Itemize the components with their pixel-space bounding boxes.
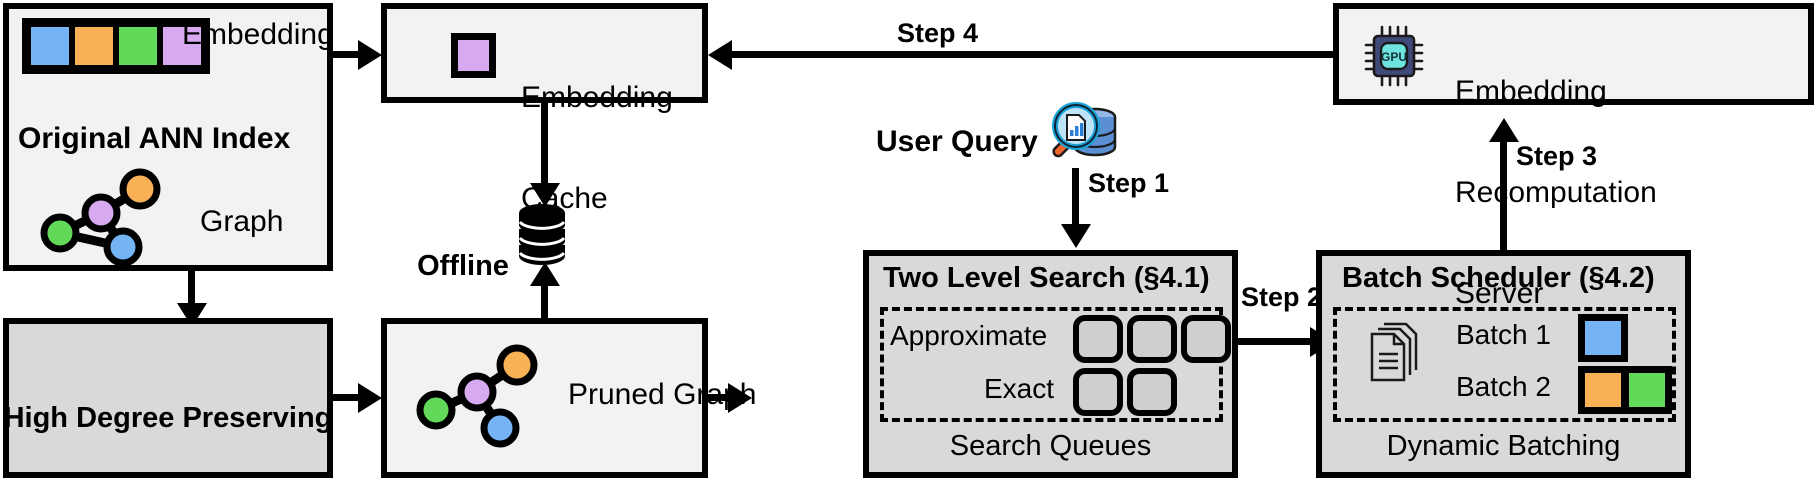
graph-pruning-line1: High Degree Preserving [3, 401, 333, 434]
queue-label-approximate: Approximate [890, 320, 1048, 351]
arrow-step1-head [1061, 224, 1091, 248]
step1-label: Step 1 [1088, 168, 1170, 198]
embedding-label: Embedding [182, 18, 334, 51]
arrow-index-to-cache-line [333, 51, 363, 58]
embedding-swatch-green [116, 24, 160, 68]
pruned-graph-visual [412, 340, 552, 450]
embedding-swatch-purple [160, 24, 204, 68]
arrow-pruned-to-storage-line [541, 282, 548, 322]
database-cylinder-icon [516, 203, 568, 265]
recomp-server-line1: Embedding [1455, 75, 1607, 109]
search-queues-dashed-region [880, 307, 1223, 422]
batch-label-2: Batch 2 [1456, 371, 1551, 402]
query-search-database-icon [1048, 100, 1120, 170]
batch-scheduler-box [1316, 250, 1691, 478]
arrow-pruning-to-pruned-line [333, 394, 363, 401]
step4-label: Step 4 [897, 18, 979, 48]
batch2-swatch-green [1622, 366, 1672, 414]
arrow-index-to-cache-head [358, 40, 382, 70]
embedding-swatch-orange [72, 24, 116, 68]
documents-stack-icon [1368, 320, 1424, 390]
two-level-search-title: Two Level Search (§4.1) [883, 262, 1210, 294]
queue-slot [1073, 368, 1123, 416]
arrow-step4-head [708, 40, 732, 70]
two-level-search-box [863, 250, 1238, 478]
recomputation-server-title: Embedding Recomputation Server [1455, 8, 1657, 378]
queue-slot [1127, 368, 1177, 416]
dynamic-batching-footer: Dynamic Batching [1386, 430, 1621, 462]
arrow-pruned-to-search-line [708, 394, 733, 401]
svg-text:GPU: GPU [1381, 50, 1407, 64]
arrow-pruning-to-pruned-head [358, 383, 382, 413]
offline-storage-line1: Offline [417, 249, 509, 282]
gpu-chip-icon: GPU [1360, 25, 1432, 87]
dynamic-batching-dashed-region [1333, 307, 1676, 422]
recomp-server-line3: Server [1455, 276, 1544, 310]
arrow-pruned-to-search-head [728, 383, 752, 413]
arrow-cache-to-storage-head [530, 183, 560, 207]
batch1-swatch-blue [1578, 314, 1628, 362]
arrow-cache-to-storage-line [541, 103, 548, 188]
queue-slots-approximate [1073, 315, 1231, 363]
queue-label-exact: Exact [984, 373, 1055, 404]
recomp-server-line2: Recomputation [1455, 175, 1657, 209]
embedding-swatch-strip [22, 18, 210, 74]
step2-label: Step 2 [1241, 282, 1323, 312]
arrow-step3-line [1500, 135, 1507, 250]
arrow-step4-line [730, 51, 1333, 58]
embedding-cache-swatch [451, 33, 496, 78]
embedding-swatch-blue [28, 24, 72, 68]
arrow-pruned-to-storage-head [530, 262, 560, 286]
search-queues-footer: Search Queues [949, 430, 1152, 462]
user-query-label: User Query [876, 125, 1038, 158]
queue-slot [1127, 315, 1177, 363]
step3-label: Step 3 [1516, 141, 1598, 171]
batch-scheduler-title: Batch Scheduler (§4.2) [1342, 262, 1655, 294]
arrow-step3-head [1489, 118, 1519, 142]
batch-label-1: Batch 1 [1456, 319, 1551, 350]
queue-slot [1181, 315, 1231, 363]
arrow-index-to-pruning-line [188, 271, 195, 309]
queue-slot [1073, 315, 1123, 363]
queue-slots-exact [1073, 368, 1177, 416]
embedding-cache-box [381, 3, 708, 103]
graph-pruning-box [3, 318, 333, 478]
original-index-graph [38, 165, 168, 267]
arrow-step1-line [1072, 168, 1079, 230]
arrow-step2-line [1238, 338, 1316, 345]
original-ann-index-title: Original ANN Index [18, 122, 291, 155]
graph-label: Graph [200, 205, 284, 238]
graph-pruning-title: High Degree Preserving Graph Pruning (§5… [3, 337, 333, 481]
